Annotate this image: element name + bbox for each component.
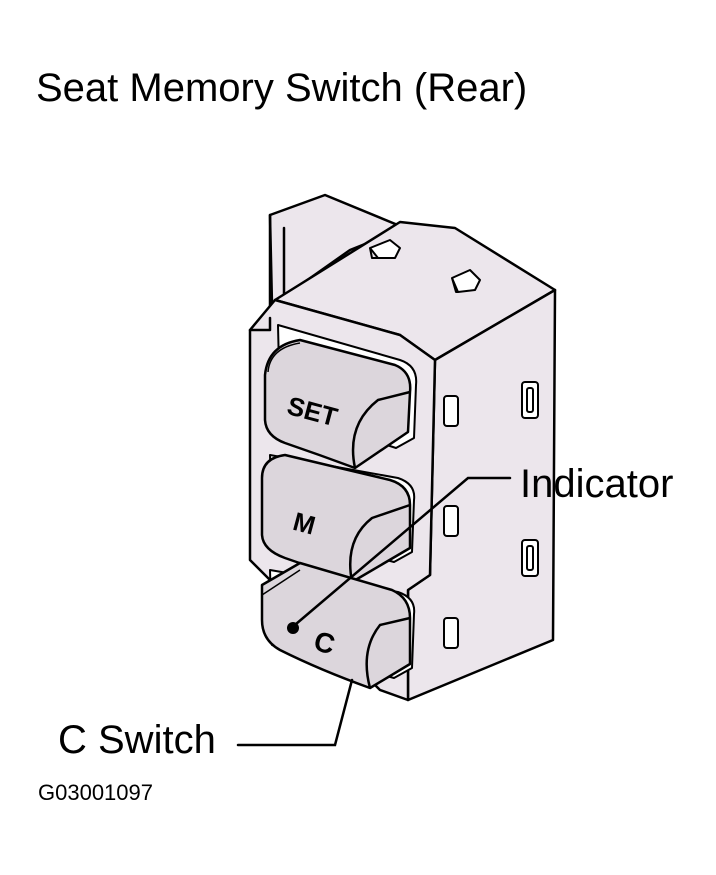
side-slot [443,395,459,427]
diagram-title: Seat Memory Switch (Rear) [36,66,528,110]
set-button [263,338,412,470]
m-button [260,453,412,584]
c-switch-callout: C Switch [58,718,216,762]
top-latch [369,239,401,259]
c-button [260,561,412,690]
side-slot [443,505,459,537]
c-switch-leader-line [236,678,354,747]
indicator-leader-line [294,476,512,626]
figure-id: G03001097 [38,780,153,805]
indicator-callout: Indicator [520,462,674,506]
top-latch [451,269,481,293]
side-slot [443,617,459,649]
